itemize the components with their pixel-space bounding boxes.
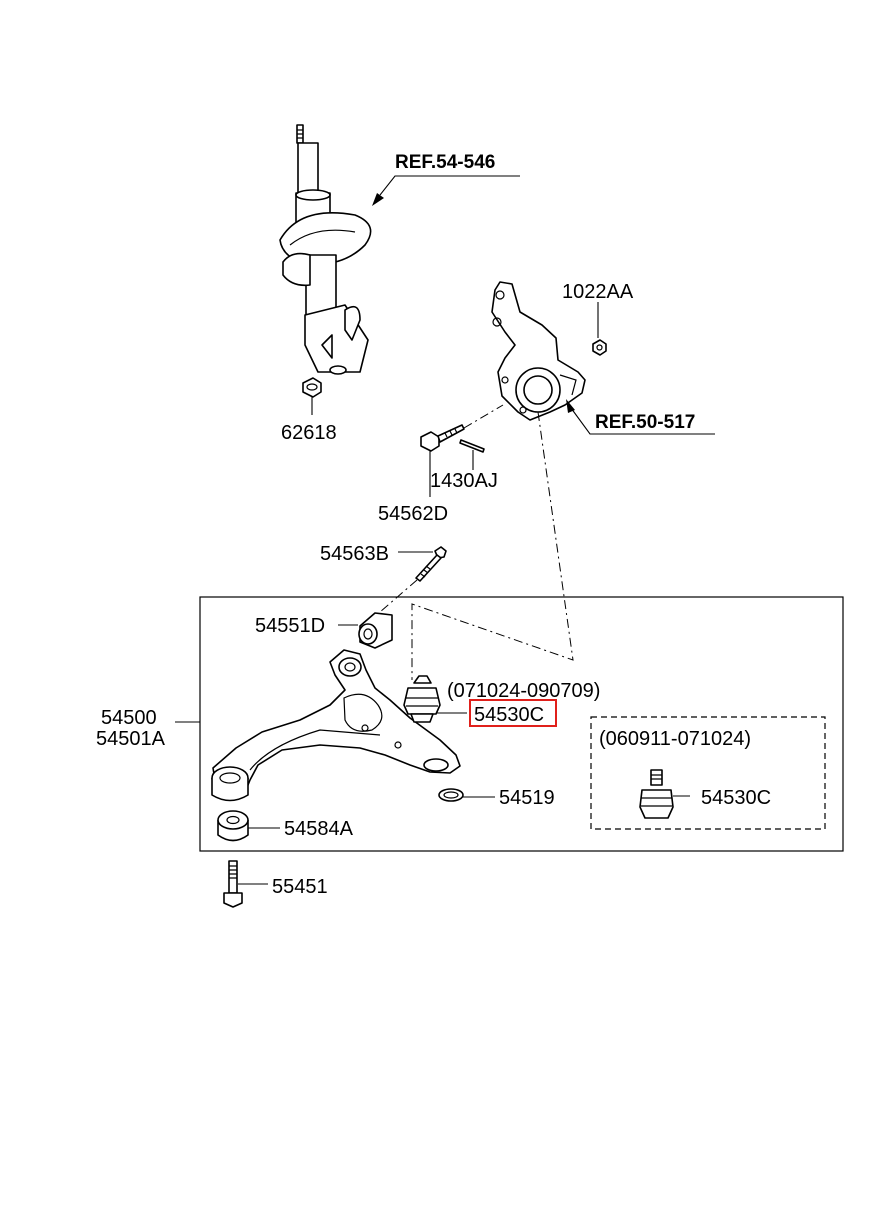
bushing-54551D[interactable] (358, 612, 393, 649)
part-label-54501A[interactable]: 54501A (96, 728, 166, 750)
part-label-54530C-alt[interactable]: 54530C (701, 787, 771, 809)
washer-54519[interactable] (438, 788, 464, 802)
lower-control-arm-54500[interactable] (211, 649, 461, 802)
steering-knuckle[interactable] (491, 281, 607, 421)
bolt-55451[interactable] (223, 860, 243, 908)
nut-62618[interactable] (302, 377, 322, 398)
part-label-1022AA[interactable]: 1022AA (562, 281, 634, 303)
part-label-54584A[interactable]: 54584A (284, 818, 354, 840)
part-label-1430AJ[interactable]: 1430AJ (430, 470, 498, 492)
ball-joint-54530C-alt[interactable] (639, 769, 674, 819)
bolt-54563B[interactable] (415, 546, 447, 582)
leader-lines (175, 175, 715, 885)
lower-arm-group-frame (199, 596, 844, 852)
part-label-62618[interactable]: 62618 (281, 422, 337, 444)
ref-label-strut[interactable]: REF.54-546 (395, 152, 495, 173)
pin-1430AJ[interactable] (459, 439, 485, 453)
nut-1022AA[interactable] (592, 339, 607, 356)
ball-joint-54530C-main[interactable] (403, 675, 441, 723)
bushing-54584A[interactable] (217, 810, 249, 842)
date-range-main: (071024-090709) (447, 680, 600, 702)
part-label-54519[interactable]: 54519 (499, 787, 555, 809)
date-range-alt: (060911-071024) (599, 728, 751, 750)
part-label-54530C-main[interactable]: 54530C (474, 704, 544, 726)
highlight-box (469, 699, 557, 727)
part-label-54562D[interactable]: 54562D (378, 503, 448, 525)
ref-label-knuckle[interactable]: REF.50-517 (595, 412, 695, 433)
part-label-54563B[interactable]: 54563B (320, 543, 389, 565)
part-label-54500[interactable]: 54500 (101, 707, 157, 729)
alternate-part-frame (590, 716, 826, 830)
part-label-54551D[interactable]: 54551D (255, 615, 325, 637)
bolt-54562D[interactable] (420, 424, 465, 452)
part-label-55451[interactable]: 55451 (272, 876, 328, 898)
strut-assembly[interactable] (279, 124, 372, 398)
